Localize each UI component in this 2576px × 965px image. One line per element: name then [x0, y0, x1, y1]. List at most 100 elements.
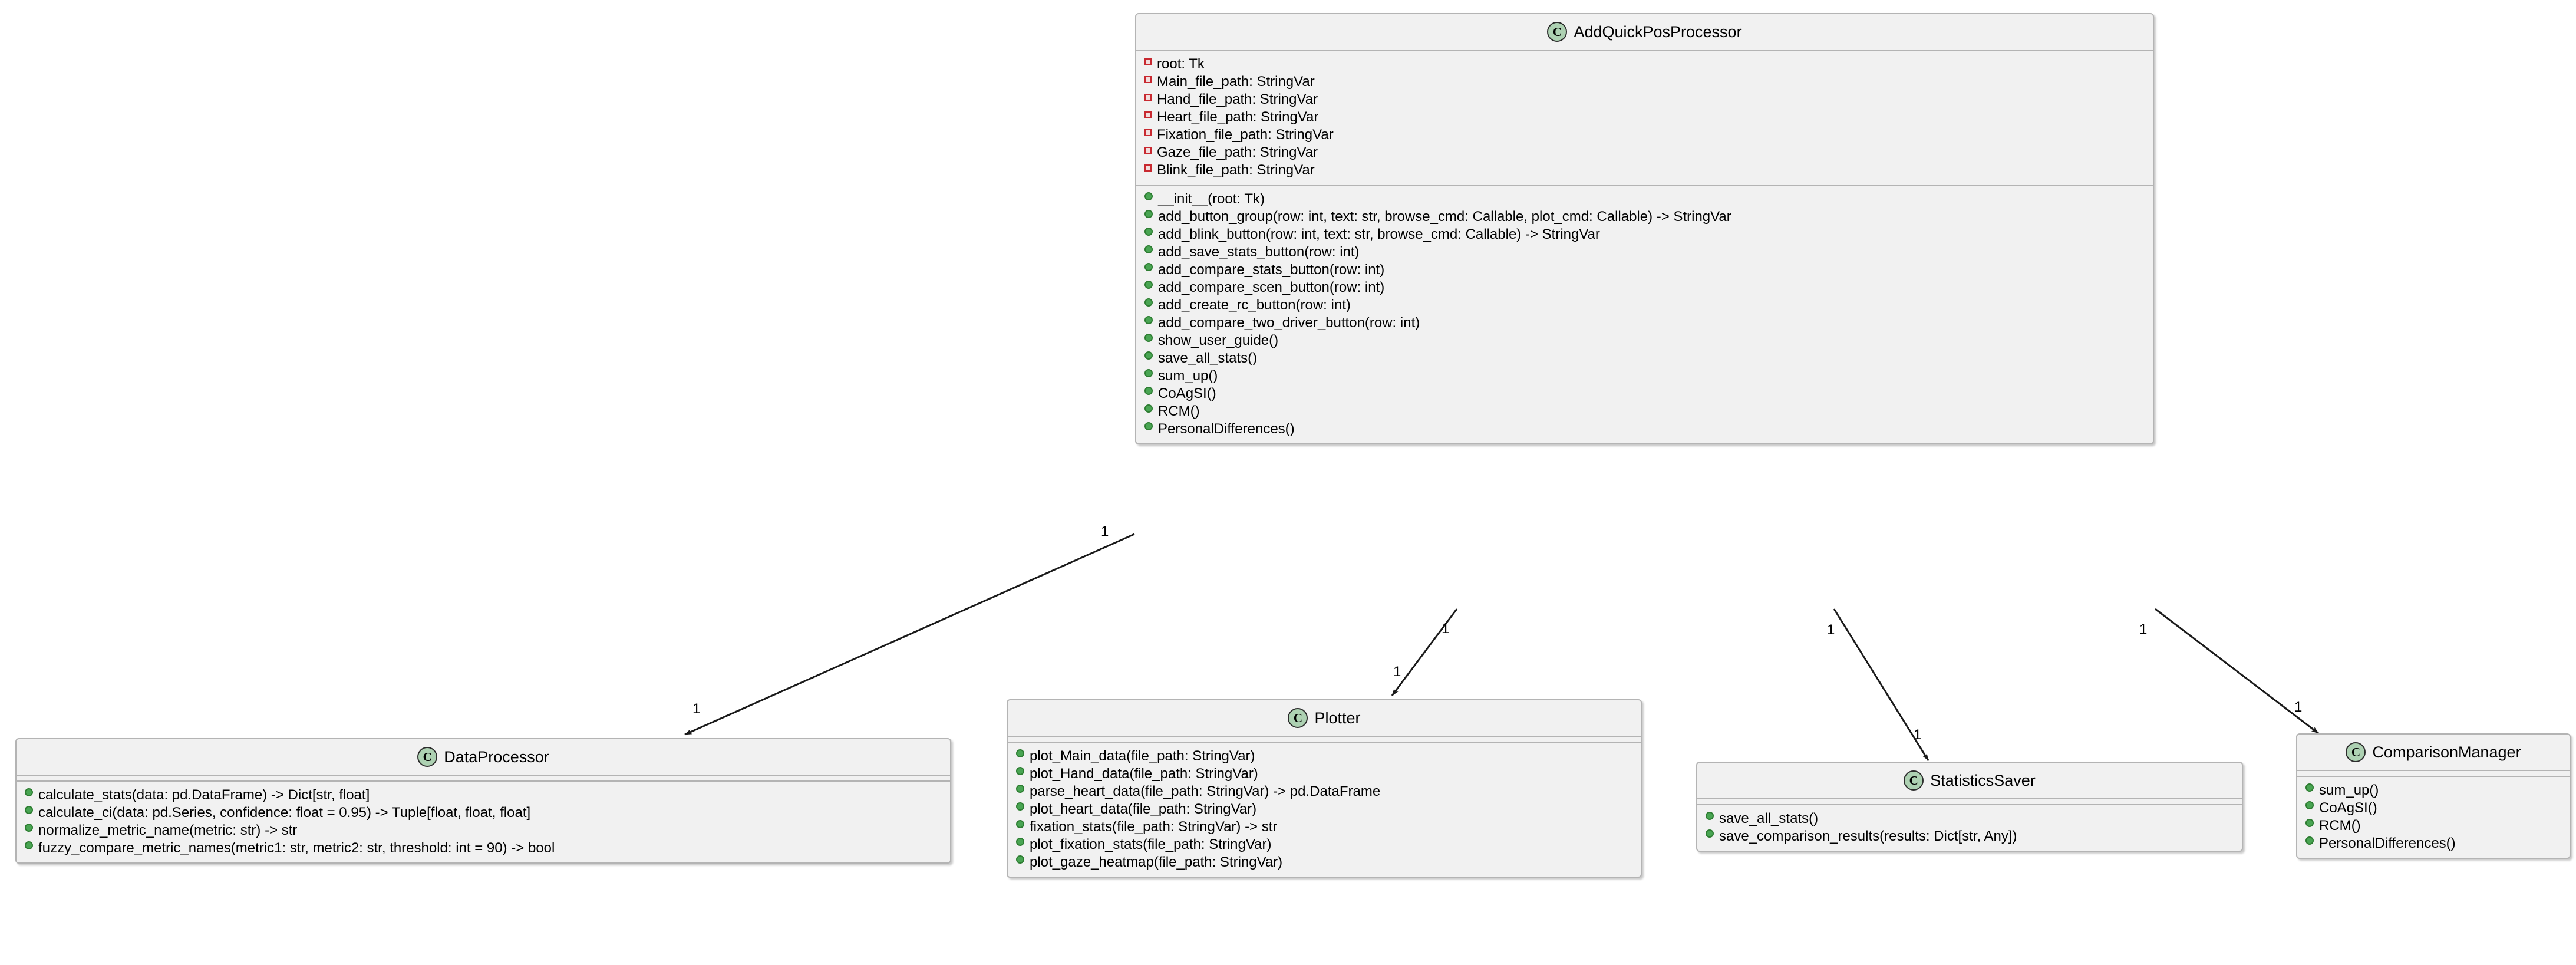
class-box-statisticssaver[interactable]: C StatisticsSaver save_all_stats() save_… — [1696, 762, 2243, 852]
fields-section-comparisonmanager — [2297, 771, 2570, 777]
method-row: fuzzy_compare_metric_names(metric1: str,… — [17, 839, 950, 857]
methods-section-dataprocessor: calculate_stats(data: pd.DataFrame) -> D… — [17, 782, 950, 862]
multiplicity-label-statisticssaver-source: 1 — [1827, 622, 1835, 638]
class-box-comparisonmanager[interactable]: C ComparisonManager sum_up() CoAgSI() RC… — [2296, 733, 2571, 859]
private-marker-icon — [1144, 164, 1152, 172]
public-marker-icon — [1144, 192, 1153, 200]
class-name-comparisonmanager: ComparisonManager — [2372, 743, 2521, 761]
method-row: sum_up() — [2297, 782, 2570, 799]
public-marker-icon — [1016, 838, 1024, 846]
class-name-statisticssaver: StatisticsSaver — [1930, 771, 2036, 789]
method-row: sum_up() — [1136, 367, 2153, 385]
class-header-statisticssaver: C StatisticsSaver — [1697, 763, 2242, 799]
public-marker-icon — [1144, 245, 1153, 253]
public-marker-icon — [1016, 820, 1024, 828]
public-marker-icon — [25, 806, 33, 814]
public-marker-icon — [1144, 351, 1153, 360]
public-marker-icon — [1144, 334, 1153, 342]
public-marker-icon — [1016, 767, 1024, 775]
method-row: plot_Main_data(file_path: StringVar) — [1008, 747, 1641, 765]
method-row: CoAgSI() — [1136, 385, 2153, 403]
public-marker-icon — [1144, 228, 1153, 236]
multiplicity-label-statisticssaver-target: 1 — [1914, 727, 1922, 743]
class-box-addquickposprocessor[interactable]: C AddQuickPosProcessor root: Tk Main_fil… — [1135, 13, 2154, 444]
class-circle-icon: C — [417, 747, 438, 767]
multiplicity-label-plotter-source: 1 — [1442, 621, 1450, 637]
public-marker-icon — [1144, 281, 1153, 289]
method-row: add_create_rc_button(row: int) — [1136, 297, 2153, 314]
method-row: __init__(root: Tk) — [1136, 190, 2153, 208]
method-row: normalize_metric_name(metric: str) -> st… — [17, 822, 950, 839]
class-header-addquickposprocessor: C AddQuickPosProcessor — [1136, 14, 2153, 51]
private-marker-icon — [1144, 111, 1152, 118]
private-marker-icon — [1144, 147, 1152, 154]
method-row: calculate_ci(data: pd.Series, confidence… — [17, 804, 950, 822]
methods-section-comparisonmanager: sum_up() CoAgSI() RCM() PersonalDifferen… — [2297, 777, 2570, 858]
public-marker-icon — [1144, 316, 1153, 324]
method-row: show_user_guide() — [1136, 332, 2153, 350]
multiplicity-label-dataprocessor-target: 1 — [692, 701, 701, 717]
public-marker-icon — [1144, 298, 1153, 307]
public-marker-icon — [25, 788, 33, 796]
class-header-plotter: C Plotter — [1008, 700, 1641, 737]
multiplicity-label-comparisonmanager-target: 1 — [2294, 699, 2303, 715]
public-marker-icon — [1706, 812, 1714, 820]
methods-section-statisticssaver: save_all_stats() save_comparison_results… — [1697, 805, 2242, 851]
field-row: Heart_file_path: StringVar — [1136, 108, 2153, 126]
class-circle-icon: C — [1547, 22, 1568, 42]
class-box-dataprocessor[interactable]: C DataProcessor calculate_stats(data: pd… — [15, 738, 951, 864]
class-circle-icon: C — [1288, 708, 1308, 728]
method-row: save_all_stats() — [1697, 810, 2242, 828]
private-marker-icon — [1144, 94, 1152, 101]
private-marker-icon — [1144, 58, 1152, 65]
field-row: Blink_file_path: StringVar — [1136, 162, 2153, 179]
public-marker-icon — [1016, 749, 1024, 757]
class-name-addquickposprocessor: AddQuickPosProcessor — [1574, 22, 1742, 41]
method-row: add_compare_two_driver_button(row: int) — [1136, 314, 2153, 332]
method-row: add_blink_button(row: int, text: str, br… — [1136, 226, 2153, 243]
method-row: add_compare_stats_button(row: int) — [1136, 261, 2153, 279]
public-marker-icon — [1144, 404, 1153, 413]
class-header-comparisonmanager: C ComparisonManager — [2297, 735, 2570, 771]
public-marker-icon — [1016, 785, 1024, 793]
method-row: plot_heart_data(file_path: StringVar) — [1008, 801, 1641, 818]
fields-section-plotter — [1008, 737, 1641, 743]
multiplicity-label-dataprocessor-source: 1 — [1101, 523, 1109, 539]
class-header-dataprocessor: C DataProcessor — [17, 739, 950, 776]
public-marker-icon — [2305, 801, 2314, 809]
method-row: CoAgSI() — [2297, 799, 2570, 817]
fields-section-addquickposprocessor: root: Tk Main_file_path: StringVar Hand_… — [1136, 51, 2153, 186]
multiplicity-label-plotter-target: 1 — [1393, 664, 1401, 680]
class-name-dataprocessor: DataProcessor — [444, 747, 549, 766]
method-row: parse_heart_data(file_path: StringVar) -… — [1008, 783, 1641, 801]
public-marker-icon — [2305, 819, 2314, 827]
private-marker-icon — [1144, 76, 1152, 83]
public-marker-icon — [1016, 802, 1024, 811]
public-marker-icon — [2305, 783, 2314, 792]
public-marker-icon — [1706, 829, 1714, 838]
field-row: root: Tk — [1136, 55, 2153, 73]
method-row: add_button_group(row: int, text: str, br… — [1136, 208, 2153, 226]
method-row: plot_fixation_stats(file_path: StringVar… — [1008, 836, 1641, 854]
class-name-plotter: Plotter — [1314, 709, 1361, 727]
method-row: plot_Hand_data(file_path: StringVar) — [1008, 765, 1641, 783]
field-row: Hand_file_path: StringVar — [1136, 91, 2153, 108]
field-row: Gaze_file_path: StringVar — [1136, 144, 2153, 162]
method-row: plot_gaze_heatmap(file_path: StringVar) — [1008, 854, 1641, 871]
method-row: RCM() — [1136, 403, 2153, 420]
methods-section-plotter: plot_Main_data(file_path: StringVar) plo… — [1008, 743, 1641, 877]
methods-section-addquickposprocessor: __init__(root: Tk) add_button_group(row:… — [1136, 186, 2153, 443]
field-row: Fixation_file_path: StringVar — [1136, 126, 2153, 144]
method-row: add_compare_scen_button(row: int) — [1136, 279, 2153, 297]
method-row: PersonalDifferences() — [1136, 420, 2153, 438]
public-marker-icon — [1144, 369, 1153, 377]
public-marker-icon — [1144, 422, 1153, 430]
method-row: save_comparison_results(results: Dict[st… — [1697, 828, 2242, 845]
method-row: fixation_stats(file_path: StringVar) -> … — [1008, 818, 1641, 836]
public-marker-icon — [1016, 855, 1024, 864]
fields-section-statisticssaver — [1697, 799, 2242, 805]
public-marker-icon — [1144, 387, 1153, 395]
public-marker-icon — [25, 841, 33, 849]
class-box-plotter[interactable]: C Plotter plot_Main_data(file_path: Stri… — [1007, 699, 1642, 878]
